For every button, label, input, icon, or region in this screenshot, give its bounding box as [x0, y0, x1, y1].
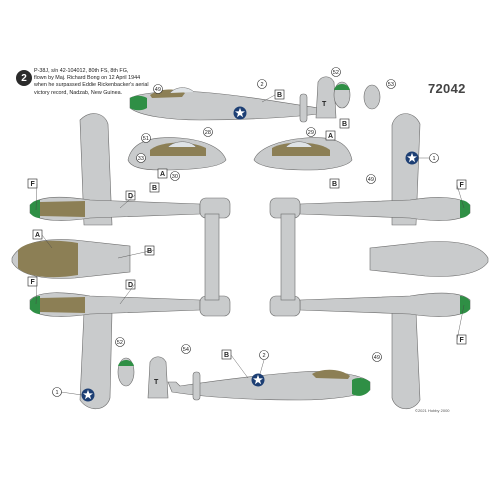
caption-line: victory record, Nadzab, New Guinea.	[34, 89, 123, 96]
callout-f: F	[27, 178, 38, 189]
svg-text:B: B	[152, 185, 157, 192]
tail-fin-top: T	[315, 76, 337, 119]
callout-labels: F F F F A A A B B B B B B D D 1 1 2 2 49…	[27, 67, 467, 397]
insignia-upper-wing	[81, 388, 95, 402]
callout-33: 33	[136, 153, 146, 163]
caption-line: P-38J, s/n 42-104012, 80th FS, 8th FG,	[34, 68, 129, 74]
svg-text:A: A	[160, 171, 165, 178]
svg-text:B: B	[342, 121, 347, 128]
insignia-side-bottom	[251, 373, 265, 387]
callout-51: 51	[141, 133, 151, 143]
callout-49: 49	[366, 174, 376, 184]
callout-28: 28	[203, 127, 213, 137]
svg-text:2: 2	[263, 353, 266, 359]
svg-text:B: B	[224, 352, 229, 359]
svg-text:D: D	[128, 193, 133, 200]
callout-b: B	[221, 349, 232, 360]
callout-1: 1	[52, 387, 62, 397]
kit-number: 72042	[428, 81, 466, 96]
svg-text:B: B	[147, 248, 152, 255]
caption-line: flown by Maj. Richard Bong on 12 April 1…	[34, 75, 141, 82]
svg-text:54: 54	[183, 347, 189, 353]
callout-49: 49	[372, 352, 382, 362]
cockpit-right-view	[253, 137, 353, 171]
callout-b: B	[274, 89, 285, 100]
callout-52: 52	[331, 67, 341, 77]
svg-text:28: 28	[205, 130, 211, 136]
svg-text:1: 1	[433, 156, 436, 162]
letter-t-tail-lower: T	[154, 379, 159, 386]
svg-text:1: 1	[56, 390, 59, 396]
upper-surface-planform	[11, 113, 231, 410]
insignia-side-top	[233, 106, 247, 120]
tail-fin-bottom: T	[147, 356, 169, 399]
svg-text:49: 49	[374, 355, 380, 361]
svg-text:B: B	[277, 92, 282, 99]
callout-d: D	[125, 190, 136, 201]
callout-d: D	[125, 279, 136, 290]
callout-f: F	[27, 276, 38, 287]
callout-a: A	[325, 130, 336, 141]
svg-text:B: B	[332, 181, 337, 188]
svg-text:F: F	[31, 181, 36, 188]
side-profile-bottom	[167, 369, 371, 401]
letter-t-tail: T	[322, 101, 327, 108]
callout-30: 30	[170, 171, 180, 181]
markings-caption: P-38J, s/n 42-104012, 80th FS, 8th FG, f…	[34, 68, 234, 97]
caption-line: when he surpassed Eddie Rickenbacker's a…	[34, 82, 149, 89]
svg-text:52: 52	[333, 70, 339, 76]
callout-b: B	[144, 245, 155, 256]
cockpit-left-view	[127, 137, 227, 171]
callout-49: 49	[153, 84, 163, 94]
svg-text:52: 52	[117, 340, 123, 346]
svg-text:49: 49	[368, 177, 374, 183]
svg-text:53: 53	[388, 82, 394, 88]
svg-text:A: A	[35, 232, 40, 239]
svg-text:A: A	[328, 133, 333, 140]
svg-text:30: 30	[172, 174, 178, 180]
insignia-lower-wing	[405, 151, 419, 165]
svg-text:51: 51	[143, 136, 149, 142]
svg-text:F: F	[460, 337, 465, 344]
svg-text:F: F	[31, 279, 36, 286]
callout-a: A	[32, 229, 43, 240]
option-badge: 2	[16, 70, 32, 86]
copyright-notice: ©2021 Hobby 2000	[415, 408, 450, 413]
callout-f: F	[456, 334, 467, 345]
callout-53: 53	[386, 79, 396, 89]
spinner-views-bottom	[117, 357, 135, 387]
callout-54: 54	[181, 344, 191, 354]
svg-text:F: F	[460, 182, 465, 189]
callout-b: B	[329, 178, 340, 189]
callout-b: B	[339, 118, 350, 129]
callout-2: 2	[257, 79, 267, 89]
svg-text:D: D	[128, 282, 133, 289]
callout-f: F	[456, 179, 467, 190]
callout-1: 1	[429, 153, 439, 163]
callout-52: 52	[115, 337, 125, 347]
callout-a: A	[157, 168, 168, 179]
svg-text:2: 2	[261, 82, 264, 88]
callout-b: B	[149, 182, 160, 193]
spinner-views-top	[333, 81, 381, 110]
callout-29: 29	[306, 127, 316, 137]
svg-text:29: 29	[308, 130, 314, 136]
lower-surface-planform	[269, 113, 489, 410]
callout-2: 2	[259, 350, 269, 360]
svg-text:49: 49	[155, 87, 161, 93]
svg-text:33: 33	[138, 156, 144, 162]
